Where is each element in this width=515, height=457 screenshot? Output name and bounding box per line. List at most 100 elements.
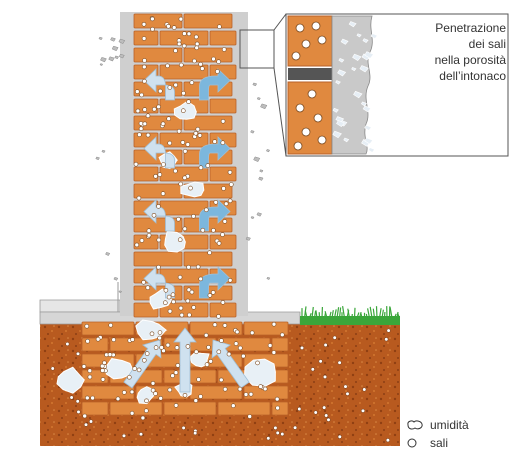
plaster-flake (118, 290, 122, 294)
salt-crystal (167, 140, 172, 146)
moisture-blob (56, 366, 86, 394)
plaster-flake (114, 55, 119, 60)
salt-crystal-soil (384, 337, 389, 342)
salt-crystal (81, 364, 87, 369)
grass-blade (367, 308, 371, 319)
salt-crystal (182, 148, 188, 154)
salt-crystal (153, 174, 158, 179)
inset-salt-crystal (301, 127, 311, 137)
salt-crystal (165, 63, 170, 69)
salt-crystal (151, 213, 157, 218)
salt-crystal (212, 322, 218, 328)
wall-brick (133, 166, 159, 182)
callout-line-top (273, 13, 287, 31)
salt-crystal (197, 133, 203, 138)
moisture-blob (135, 319, 168, 341)
inset-salt-penetration (367, 147, 376, 153)
inset-salt-penetration (332, 130, 342, 139)
salt-crystal (255, 360, 260, 366)
plaster-flake (108, 56, 115, 62)
plaster-flake (260, 103, 268, 110)
salt-crystal (196, 377, 201, 382)
salt-crystal (216, 314, 221, 319)
salt-crystal (144, 351, 150, 356)
salt-crystal (188, 185, 193, 191)
salt-crystal (217, 24, 222, 30)
salt-crystal (150, 16, 155, 22)
salt-crystal-soil (332, 335, 337, 340)
inset-salt-penetration (348, 21, 357, 28)
moisture-blob-icon (407, 420, 423, 430)
salt-crystal (157, 172, 163, 177)
salt-crystal-soil (337, 360, 342, 365)
salt-crystal (182, 31, 187, 36)
salt-crystal-soil (293, 425, 298, 430)
salt-crystal (207, 293, 213, 298)
plaster-flake (99, 63, 104, 66)
salt-crystal (208, 358, 213, 364)
wall-brick (133, 183, 183, 199)
salt-crystal (176, 41, 182, 47)
salt-crystal (136, 367, 142, 373)
grass-blade (381, 309, 384, 319)
salt-crystal (142, 64, 147, 70)
grass-blade (342, 306, 346, 319)
callout (239, 13, 287, 157)
salt-crystal (178, 305, 184, 311)
moisture-blob (164, 230, 186, 253)
salt-crystal (129, 389, 135, 395)
salt-crystal (211, 228, 216, 233)
grass-blade (353, 307, 356, 319)
inset-salt-crystal (301, 39, 311, 49)
salt-crystal (186, 264, 191, 270)
salt-crystal (187, 312, 192, 318)
salt-crystal (145, 285, 151, 291)
inset-salt-penetration (353, 90, 363, 99)
foundation-brick (81, 401, 109, 416)
foundation-brick (81, 321, 135, 336)
inset-salt-penetration (336, 120, 345, 128)
salt-crystal (163, 287, 169, 293)
salt-crystal-soil (324, 413, 329, 418)
salt-crystal-soil (266, 436, 271, 441)
salt-crystal (129, 410, 135, 416)
salt-crystal (231, 403, 236, 409)
inset-salt-penetration (360, 101, 367, 107)
plaster-flake (111, 45, 119, 52)
salt-crystal (133, 161, 139, 167)
callout-source-box (239, 29, 275, 69)
salt-crystal (262, 386, 268, 392)
salt-crystal (171, 299, 176, 305)
salt-crystal-soil (138, 432, 144, 437)
salt-crystal (215, 69, 220, 74)
plaster-flake (95, 156, 100, 161)
salt-crystal (136, 195, 142, 201)
salt-crystal-soil (121, 433, 127, 438)
salt-crystal-soil (362, 387, 367, 392)
salt-crystal (165, 342, 171, 348)
salt-crystal (167, 85, 173, 90)
salt-crystal-soil (75, 399, 80, 404)
salt-crystal-soil (385, 438, 390, 443)
salt-crystal (177, 237, 183, 242)
salt-crystal (173, 48, 178, 54)
salt-crystal (134, 242, 140, 248)
salt-crystal (107, 352, 113, 357)
salt-crystal (160, 191, 166, 196)
inset-salt-penetration (359, 65, 369, 73)
salt-crystal (146, 228, 152, 233)
salt-crystal (220, 119, 226, 124)
moisture-arrow (199, 68, 231, 101)
salt-crystal (100, 377, 106, 382)
salt-crystal-soil (76, 409, 81, 414)
foundation-brick (163, 401, 217, 416)
grass-blade (313, 310, 317, 319)
salt-crystal (179, 312, 185, 318)
inset-salt-crystal (291, 51, 301, 61)
salt-crystal (108, 322, 113, 328)
salt-crystal (227, 198, 233, 204)
plaster-flakes (95, 36, 271, 294)
inset-salt-penetration (362, 105, 372, 113)
salt-crystal (138, 126, 144, 131)
salt-crystal-soil (50, 366, 55, 371)
